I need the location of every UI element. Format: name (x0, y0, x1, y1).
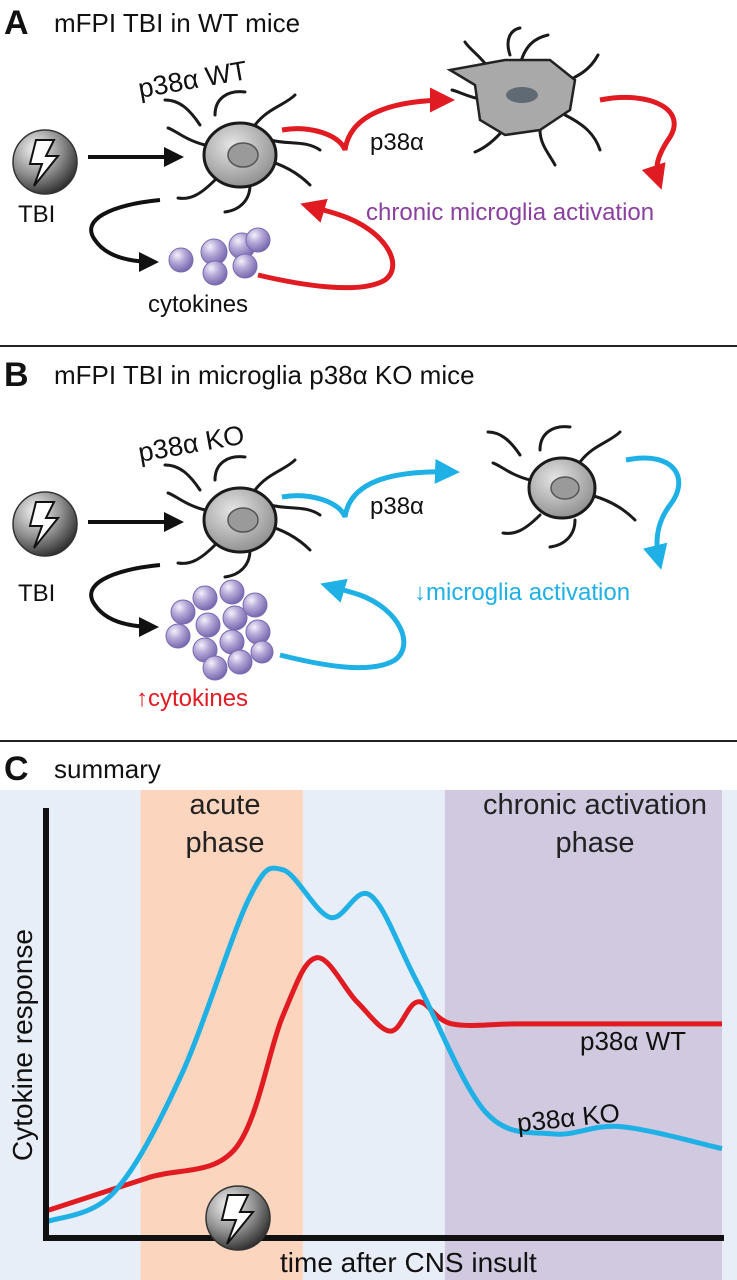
panel-b-letter: B (4, 356, 29, 394)
series-line-ko (45, 865, 723, 1225)
chronic-phase-label-1: chronic activation (483, 789, 707, 821)
panel-a-letter: A (4, 4, 29, 42)
panel-a-genotype-label: p38α WT (136, 55, 250, 104)
wt-activation-arrow (281, 87, 455, 152)
panel-b-title: mFPI TBI in microglia p38α KO mice (54, 360, 475, 390)
ko-outcome-arrow (625, 455, 682, 570)
up-arrow-icon: ↑ (136, 685, 148, 712)
series-line-wt (45, 955, 722, 1214)
microglia-cell-wt (163, 90, 322, 214)
ko-feedback-arrow (279, 578, 407, 671)
panel-b-cytokines-text: cytokines (148, 685, 248, 712)
panel-b: B mFPI TBI in microglia p38α KO mice TBI… (4, 356, 682, 712)
y-axis-label: Cytokine response (7, 929, 38, 1161)
down-arrow-icon: ↓ (414, 579, 426, 606)
panel-c-letter: C (4, 750, 29, 788)
phase-band-1 (444, 790, 722, 1280)
series-label-wt: p38α WT (580, 1026, 686, 1056)
tbi-icon (12, 491, 78, 557)
ko-activation-arrow (281, 458, 460, 519)
panel-a-pathway-label: p38α (370, 129, 424, 156)
cytokine-balls-b (165, 579, 274, 681)
microglia-cell-ko (163, 455, 322, 579)
panel-a-outcome-label: chronic microglia activation (366, 199, 654, 226)
panel-c: C summary acute phase chronic activation… (0, 750, 737, 1280)
panel-b-outcome-label: ↓microglia activation (414, 579, 630, 606)
microglia-to-cytokines-arrow-b (89, 563, 161, 637)
panel-b-tbi-label: TBI (18, 580, 55, 607)
panel-a-tbi-label: TBI (18, 201, 55, 228)
x-axis-label: time after CNS insult (280, 1247, 537, 1278)
cytokine-balls-a (168, 227, 271, 286)
acute-phase-label-2: phase (185, 827, 264, 859)
chronic-phase-label-2: phase (555, 827, 634, 859)
panel-a-cytokines-label: cytokines (148, 291, 248, 318)
acute-phase-label-1: acute (190, 789, 261, 821)
less-activated-microglia (486, 425, 637, 549)
activated-microglia (446, 26, 602, 167)
panel-a: A mFPI TBI in WT mice TBI p38α WT p38α (4, 4, 677, 318)
wt-feedback-arrow (257, 198, 396, 291)
panel-a-title: mFPI TBI in WT mice (54, 8, 300, 38)
panel-b-pathway-label: p38α (370, 493, 424, 520)
tbi-icon (12, 129, 78, 195)
chart-series-group (45, 865, 723, 1225)
panel-c-title: summary (54, 754, 161, 784)
panel-b-outcome-text: microglia activation (426, 579, 630, 606)
insult-icon (205, 1185, 271, 1251)
panel-b-genotype-label: p38α KO (136, 420, 247, 468)
wt-chronic-arrow (599, 94, 677, 190)
microglia-to-cytokines-arrow (89, 198, 161, 272)
panel-b-cytokines-label: ↑cytokines (136, 685, 248, 712)
